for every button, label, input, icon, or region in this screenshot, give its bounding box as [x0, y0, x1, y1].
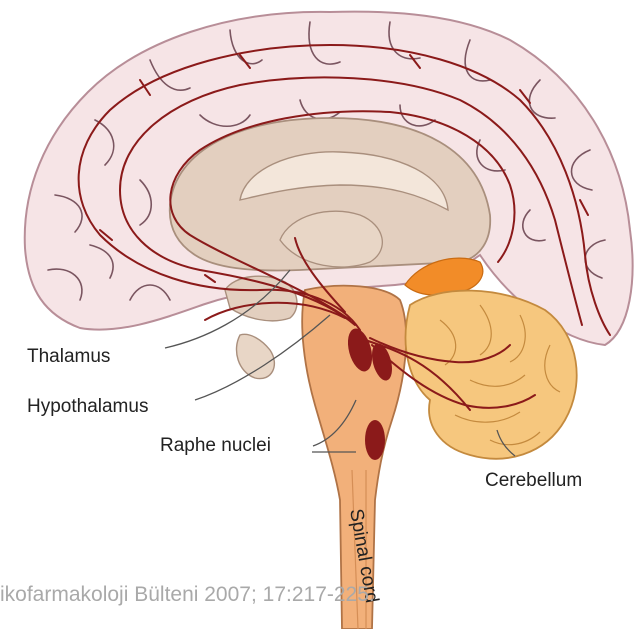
raphe-nucleus-3 — [365, 420, 385, 460]
label-raphe-nuclei: Raphe nuclei — [160, 435, 271, 456]
label-cerebellum: Cerebellum — [485, 470, 582, 491]
cerebellum — [406, 291, 577, 459]
pituitary — [236, 334, 274, 378]
label-hypothalamus: Hypothalamus — [27, 396, 148, 417]
citation-text: ikofarmakoloji Bülteni 2007; 17:217-225. — [0, 583, 375, 606]
label-thalamus: Thalamus — [27, 346, 110, 367]
